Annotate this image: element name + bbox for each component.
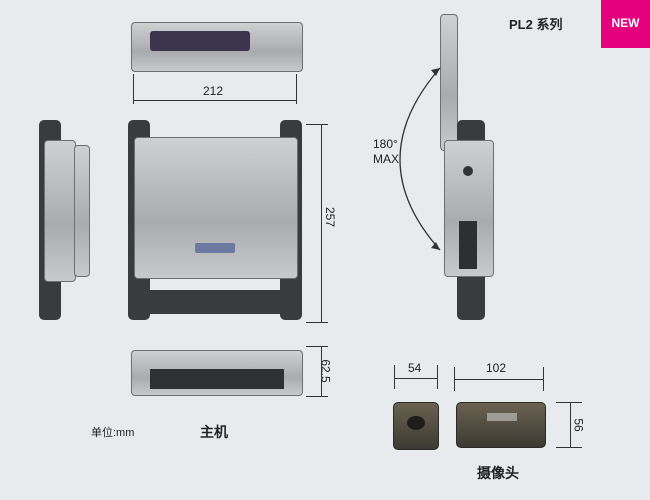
dim-line bbox=[394, 378, 437, 379]
dim-line bbox=[133, 74, 134, 104]
dim-line bbox=[321, 346, 322, 396]
dim-line bbox=[543, 367, 544, 391]
cam-length-dimension: 102 bbox=[486, 361, 507, 375]
height-dimension: 257 bbox=[323, 206, 338, 228]
lens bbox=[407, 416, 425, 430]
angle-text: 180° bbox=[373, 137, 398, 151]
dim-line bbox=[306, 124, 328, 125]
camera-front-view bbox=[393, 402, 439, 450]
camera-side-view bbox=[456, 402, 546, 448]
new-badge: NEW bbox=[601, 0, 650, 48]
dim-line bbox=[570, 402, 571, 447]
host-right-view bbox=[444, 140, 494, 277]
port-bay bbox=[459, 221, 477, 269]
host-left-view bbox=[44, 140, 76, 282]
dim-line bbox=[437, 365, 438, 389]
dim-line bbox=[306, 322, 328, 323]
plustek-logo bbox=[487, 413, 517, 421]
host-label: 主机 bbox=[200, 424, 228, 440]
rotation-arc bbox=[399, 67, 441, 251]
camera-label: 摄像头 bbox=[477, 465, 519, 481]
dim-line bbox=[296, 74, 297, 104]
dim-line bbox=[556, 447, 582, 448]
width-dimension: 212 bbox=[203, 84, 224, 98]
max-text: MAX bbox=[373, 152, 400, 166]
port-icon bbox=[463, 166, 473, 176]
dim-line bbox=[321, 124, 322, 322]
dim-line bbox=[133, 100, 296, 101]
dim-line bbox=[306, 346, 328, 347]
dim-line bbox=[556, 402, 582, 403]
host-front-view bbox=[134, 137, 298, 279]
cam-height-dimension: 56 bbox=[571, 418, 586, 432]
host-top-view bbox=[131, 22, 303, 72]
unit-label: 单位:mm bbox=[91, 427, 135, 439]
dim-line bbox=[394, 365, 395, 389]
base-panel bbox=[150, 369, 284, 389]
dim-line bbox=[454, 379, 543, 380]
dim-line bbox=[306, 396, 328, 397]
host-bottom-view bbox=[131, 350, 303, 396]
cam-front-dimension: 54 bbox=[408, 361, 422, 375]
series-title: PL2 系列 bbox=[509, 17, 563, 32]
rotation-label: 180° MAX bbox=[373, 137, 399, 167]
plustek-logo bbox=[195, 243, 235, 253]
carry-handle bbox=[140, 290, 290, 314]
depth-dimension: 62.5 bbox=[318, 359, 333, 383]
lid-side bbox=[74, 145, 90, 277]
connector-panel bbox=[150, 31, 250, 51]
